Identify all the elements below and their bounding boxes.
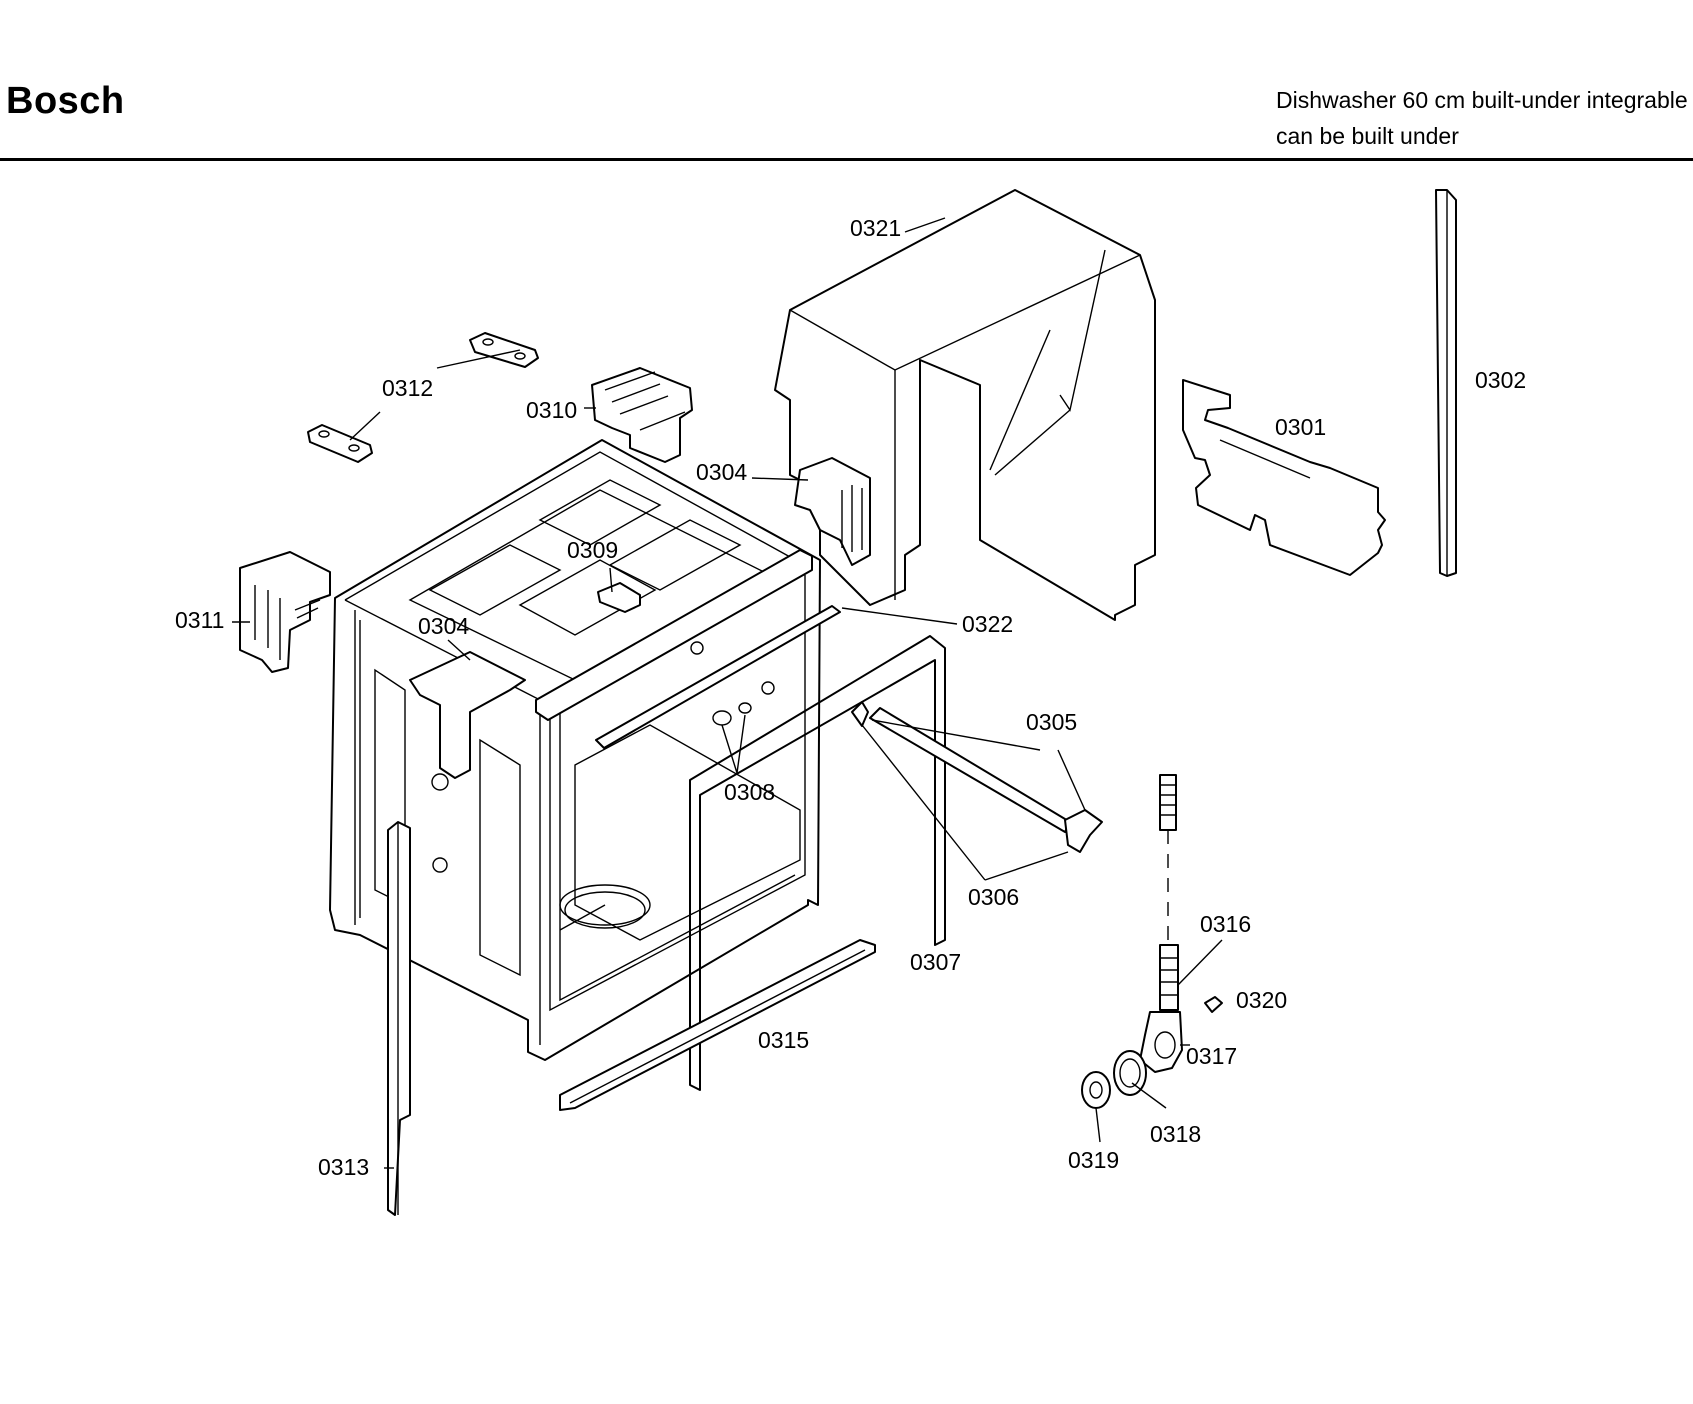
label-0311: 0311	[175, 607, 224, 633]
part-0307-seal[interactable]	[689, 635, 946, 1091]
label-0319: 0319	[1068, 1147, 1119, 1173]
part-0304-bracket-lower[interactable]	[409, 651, 526, 779]
label-0307: 0307	[910, 949, 961, 975]
label-0316: 0316	[1200, 911, 1251, 937]
part-0310-bracket[interactable]	[591, 367, 693, 463]
callout-labels: 0321 0302 0301 0312 0310 0304 0309 0311 …	[175, 215, 1526, 1180]
label-0313: 0313	[318, 1154, 369, 1180]
label-0306: 0306	[968, 884, 1019, 910]
part-0311-bracket[interactable]	[239, 551, 331, 673]
part-0313-strip[interactable]	[387, 821, 411, 1216]
label-0301: 0301	[1275, 414, 1326, 440]
part-0320-screw[interactable]	[1204, 996, 1223, 1013]
header-divider	[0, 158, 1693, 161]
part-0317-connector[interactable]	[1139, 1011, 1183, 1073]
label-0302: 0302	[1475, 367, 1526, 393]
label-0309: 0309	[567, 537, 618, 563]
brand-title: Bosch	[6, 80, 125, 122]
label-0304-lower: 0304	[418, 613, 469, 639]
part-0302-strip[interactable]	[1435, 189, 1457, 577]
part-tub-body	[329, 439, 821, 1061]
part-0315-plinth[interactable]	[559, 939, 876, 1111]
label-0310: 0310	[526, 397, 577, 423]
model-line-1: Dishwasher 60 cm built-under integrable	[1276, 87, 1688, 113]
part-0309-clip[interactable]	[597, 582, 641, 613]
label-0305: 0305	[1026, 709, 1077, 735]
label-0315: 0315	[758, 1027, 809, 1053]
label-0308: 0308	[724, 779, 775, 805]
part-0316-hose[interactable]	[1159, 774, 1179, 1011]
label-0322: 0322	[962, 611, 1013, 637]
part-0321-cover[interactable]	[774, 189, 1156, 621]
part-0312-clips[interactable]	[307, 332, 539, 463]
part-0301-plate[interactable]	[1182, 379, 1386, 576]
label-0318: 0318	[1150, 1121, 1201, 1147]
label-0317: 0317	[1186, 1043, 1237, 1069]
label-0304-upper: 0304	[696, 459, 747, 485]
part-0319-ring[interactable]	[1081, 1071, 1111, 1109]
model-line-2: can be built under	[1276, 123, 1459, 149]
part-0304-bracket-upper[interactable]	[794, 457, 871, 566]
part-0306-clip[interactable]	[851, 701, 869, 727]
label-0320: 0320	[1236, 987, 1287, 1013]
leader-lines	[232, 217, 1223, 1169]
model-description: Dishwasher 60 cm built-under integrable …	[1276, 82, 1688, 154]
label-0312: 0312	[382, 375, 433, 401]
label-0321: 0321	[850, 215, 901, 241]
part-0322-rail[interactable]	[535, 549, 841, 749]
part-0318-ring[interactable]	[1113, 1050, 1147, 1096]
